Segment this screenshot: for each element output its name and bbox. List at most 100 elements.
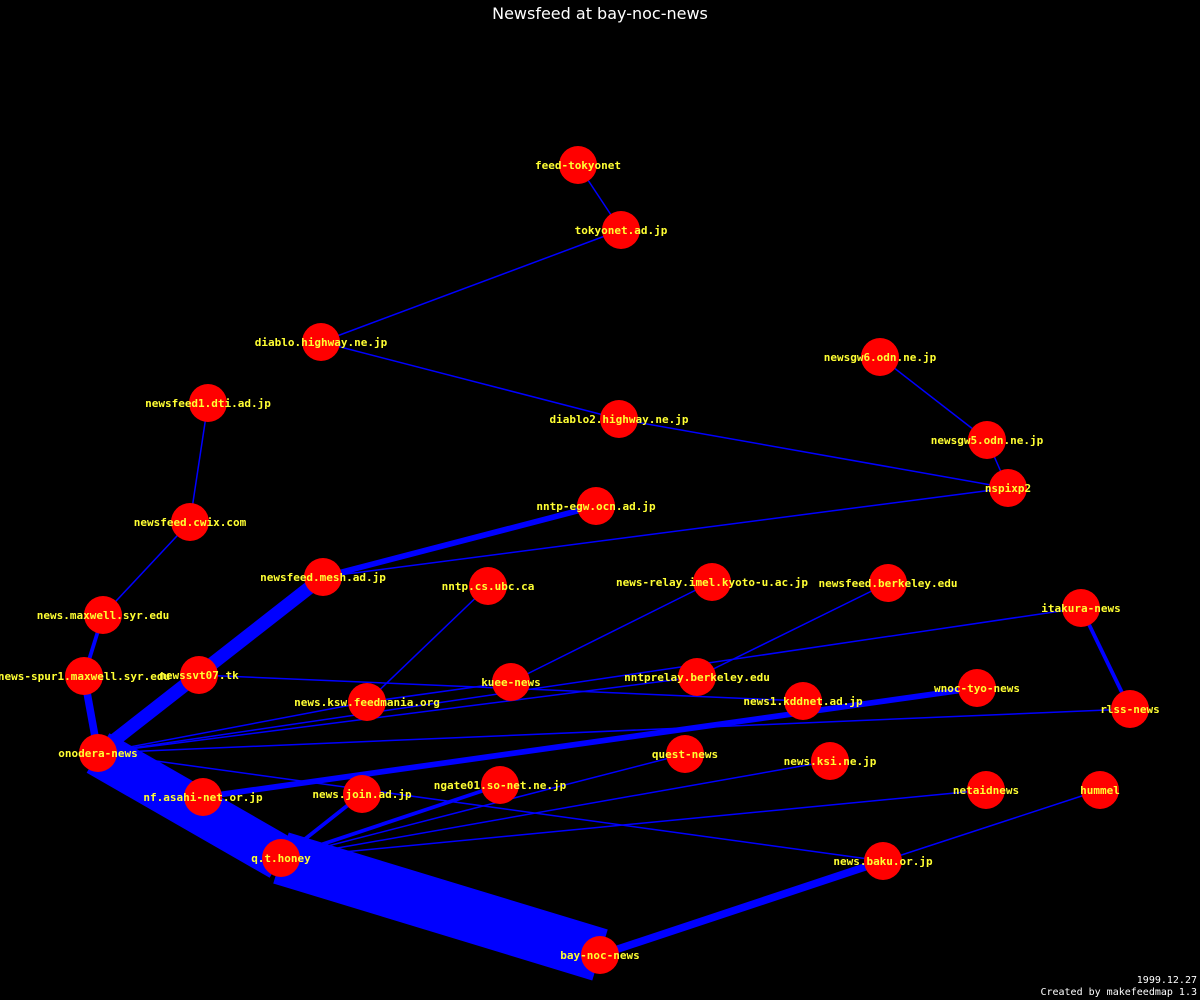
node-label-rlss: rlss-news (1100, 703, 1160, 716)
node-newsfeed-mesh[interactable] (304, 558, 342, 596)
node-newsfeed1-dti[interactable] (189, 384, 227, 422)
node-nspixp2[interactable] (989, 469, 1027, 507)
node-label-newssvt07: newssvt07.tk (159, 669, 239, 682)
footer-credit: Created by makefeedmap 1.3 (1040, 987, 1197, 998)
node-label-news-relay-kyoto: news-relay.imel.kyoto-u.ac.jp (616, 576, 808, 589)
node-label-news1-kddnet: news1.kddnet.ad.jp (743, 695, 863, 708)
node-hummel[interactable] (1081, 771, 1119, 809)
node-news1-kddnet[interactable] (784, 682, 822, 720)
edge-netaidnews-q-t-honey (280, 789, 987, 859)
node-news-join[interactable] (343, 775, 381, 813)
edge-news-ksw-onodera (97, 701, 368, 754)
node-label-news-baku: news.baku.or.jp (833, 855, 933, 868)
node-label-nntprelay-berkeley: nntprelay.berkeley.edu (624, 671, 770, 684)
node-q-t-honey[interactable] (262, 839, 300, 877)
node-quest[interactable] (666, 735, 704, 773)
node-bay-noc-news[interactable] (581, 936, 619, 974)
edge-news-ksw-kuee (366, 681, 512, 703)
node-nf-asahi[interactable] (184, 778, 222, 816)
edge-diablo2-nspixp2 (618, 418, 1009, 489)
node-label-bay-noc-news: bay-noc-news (560, 949, 639, 962)
node-label-news-ksw: news.ksw.feedmania.org (294, 696, 440, 709)
edge-news-ksi-q-t-honey (280, 760, 831, 859)
edge-hummel-news-baku (882, 789, 1101, 862)
node-label-news-ksi: news.ksi.ne.jp (784, 755, 877, 768)
edge-rlss-onodera (97, 708, 1131, 754)
node-label-netaidnews: netaidnews (953, 784, 1019, 797)
node-onodera[interactable] (79, 734, 117, 772)
node-feed-tokyonet[interactable] (559, 146, 597, 184)
node-label-q-t-honey: q.t.honey (251, 852, 311, 865)
node-label-news-maxwell: news.maxwell.syr.edu (37, 609, 169, 622)
edge-wnoc-tyo-nf-asahi (202, 685, 978, 800)
edge-newsfeed1-dti-newsfeed-cwix (189, 402, 209, 523)
node-rlss[interactable] (1111, 690, 1149, 728)
node-news-ksw[interactable] (348, 683, 386, 721)
node-label-wnoc-tyo: wnoc-tyo-news (934, 682, 1020, 695)
edge-news-relay-kyoto-kuee (510, 581, 713, 683)
node-label-nf-asahi: nf.asahi-net.or.jp (143, 791, 263, 804)
edge-newsgw6-newsgw5 (879, 356, 988, 441)
node-label-tokyonet: tokyonet.ad.jp (575, 224, 668, 237)
node-diablo2[interactable] (600, 400, 638, 438)
node-label-newsfeed-mesh: newsfeed.mesh.ad.jp (260, 571, 386, 584)
label-layer: feed-tokyonet tokyonet.ad.jp diablo.highwa… (0, 159, 1160, 962)
node-newssvt07[interactable] (180, 656, 218, 694)
edge-diablo-diablo2 (320, 341, 620, 420)
node-layer (65, 146, 1149, 974)
edge-nspixp2-newsfeed-mesh (322, 487, 1009, 578)
node-label-newsfeed1-dti: newsfeed1.dti.ad.jp (145, 397, 271, 410)
edge-itakura-onodera (97, 607, 1082, 754)
node-news-ksi[interactable] (811, 742, 849, 780)
edge-news-baku-bay-noc-news (598, 857, 885, 959)
node-newsgw5[interactable] (968, 421, 1006, 459)
edge-newsfeed-berkeley-nntprelay-berkeley (696, 582, 889, 678)
footer-date: 1999.12.27 (1137, 975, 1197, 986)
node-label-kuee: kuee-news (481, 676, 541, 689)
edge-nntprelay-berkeley-onodera (97, 676, 698, 754)
edge-onodera-news-baku (97, 752, 884, 862)
edge-quest-q-t-honey (280, 753, 686, 859)
node-netaidnews[interactable] (967, 771, 1005, 809)
node-news-spur1[interactable] (65, 657, 103, 695)
node-ngate01[interactable] (481, 766, 519, 804)
node-label-quest: quest-news (652, 748, 718, 761)
node-label-news-spur1: news-spur1.maxwell.syr.edu (0, 670, 170, 683)
node-label-onodera: onodera-news (58, 747, 137, 760)
node-diablo[interactable] (302, 323, 340, 361)
edge-tokyonet-diablo (320, 229, 622, 343)
node-label-ngate01: ngate01.so-net.ne.jp (434, 779, 567, 792)
edge-newsfeed-cwix-news-maxwell (102, 521, 191, 616)
node-nntp-egw[interactable] (577, 487, 615, 525)
node-newsgw6[interactable] (861, 338, 899, 376)
node-label-nntp-egw: nntp-egw.ocn.ad.jp (536, 500, 656, 513)
edge-nntp-egw-newsfeed-mesh (322, 503, 597, 580)
node-label-nntp-ubc: nntp.cs.ubc.ca (442, 580, 535, 593)
node-label-itakura: itakura-news (1041, 602, 1120, 615)
node-newsfeed-cwix[interactable] (171, 503, 209, 541)
node-nntprelay-berkeley[interactable] (678, 658, 716, 696)
node-news-maxwell[interactable] (84, 596, 122, 634)
node-label-diablo: diablo.highway.ne.jp (255, 336, 388, 349)
node-label-nspixp2: nspixp2 (985, 482, 1031, 495)
node-nntp-ubc[interactable] (469, 567, 507, 605)
node-label-diablo2: diablo2.highway.ne.jp (549, 413, 688, 426)
node-label-news-join: news.join.ad.jp (312, 788, 412, 801)
node-label-newsgw5: newsgw5.odn.ne.jp (931, 434, 1044, 447)
node-label-hummel: hummel (1080, 784, 1120, 797)
edge-ngate01-q-t-honey (280, 783, 501, 860)
node-tokyonet[interactable] (602, 211, 640, 249)
node-label-newsfeed-cwix: newsfeed.cwix.com (134, 516, 247, 529)
node-news-baku[interactable] (864, 842, 902, 880)
node-kuee[interactable] (492, 663, 530, 701)
node-itakura[interactable] (1062, 589, 1100, 627)
graph-title: Newsfeed at bay-noc-news (492, 4, 708, 23)
node-news-relay-kyoto[interactable] (693, 563, 731, 601)
node-label-newsfeed-berkeley: newsfeed.berkeley.edu (818, 577, 957, 590)
node-label-newsgw6: newsgw6.odn.ne.jp (824, 351, 937, 364)
node-newsfeed-berkeley[interactable] (869, 564, 907, 602)
node-label-feed-tokyonet: feed-tokyonet (535, 159, 621, 172)
edge-q-t-honey-bay-noc-news (273, 832, 608, 981)
node-wnoc-tyo[interactable] (958, 669, 996, 707)
